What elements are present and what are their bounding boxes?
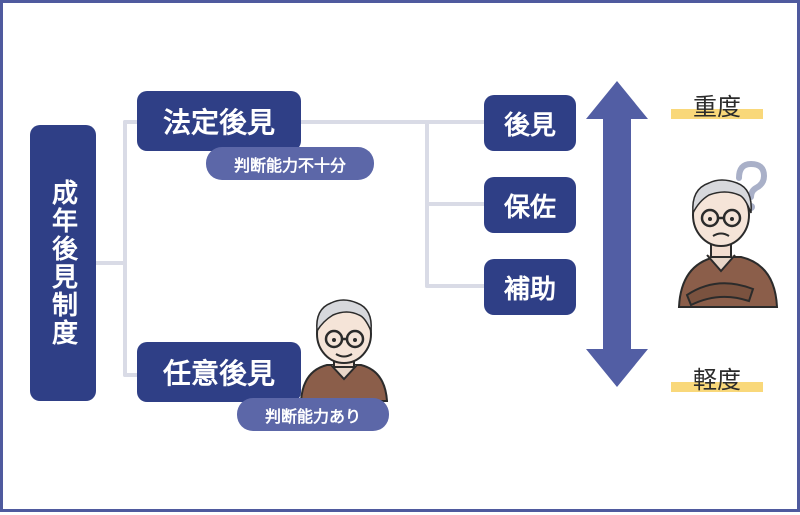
- severity-top-label: 重度: [671, 87, 763, 121]
- legal-guardianship-box: 法定後見: [137, 91, 301, 151]
- severity-arrow: [586, 81, 648, 387]
- legal-guardianship-label: 法定後見: [162, 106, 275, 139]
- type-guardianship-box: 後見: [484, 95, 576, 151]
- elderly-man-icon: [299, 299, 389, 402]
- severity-bottom-label: 軽度: [671, 360, 763, 394]
- connector-lines: [93, 81, 779, 402]
- voluntary-guardianship-label: 任意後見: [162, 357, 275, 390]
- type-curatorship-box: 保佐: [484, 177, 576, 233]
- voluntary-condition-pill: 判断能力あり: [237, 398, 389, 431]
- legal-condition-pill: 判断能力不十分: [206, 147, 374, 180]
- root-label: 成年後見制度: [47, 179, 78, 347]
- confused-elderly-man-icon: [677, 160, 779, 308]
- type-assistance-box: 補助: [484, 259, 576, 315]
- severity-bottom-highlight: [671, 382, 763, 392]
- legal-condition-label: 判断能力不十分: [233, 155, 346, 175]
- severity-top-text: 重度: [693, 93, 741, 121]
- type-assistance-label: 補助: [503, 274, 556, 305]
- voluntary-guardianship-box: 任意後見: [137, 342, 301, 402]
- severity-bottom-text: 軽度: [693, 366, 741, 394]
- root-box: 成年後見制度: [30, 125, 96, 401]
- type-guardianship-label: 後見: [503, 110, 556, 141]
- voluntary-condition-label: 判断能力あり: [264, 406, 361, 426]
- type-curatorship-label: 保佐: [503, 192, 556, 223]
- severity-top-highlight: [671, 109, 763, 119]
